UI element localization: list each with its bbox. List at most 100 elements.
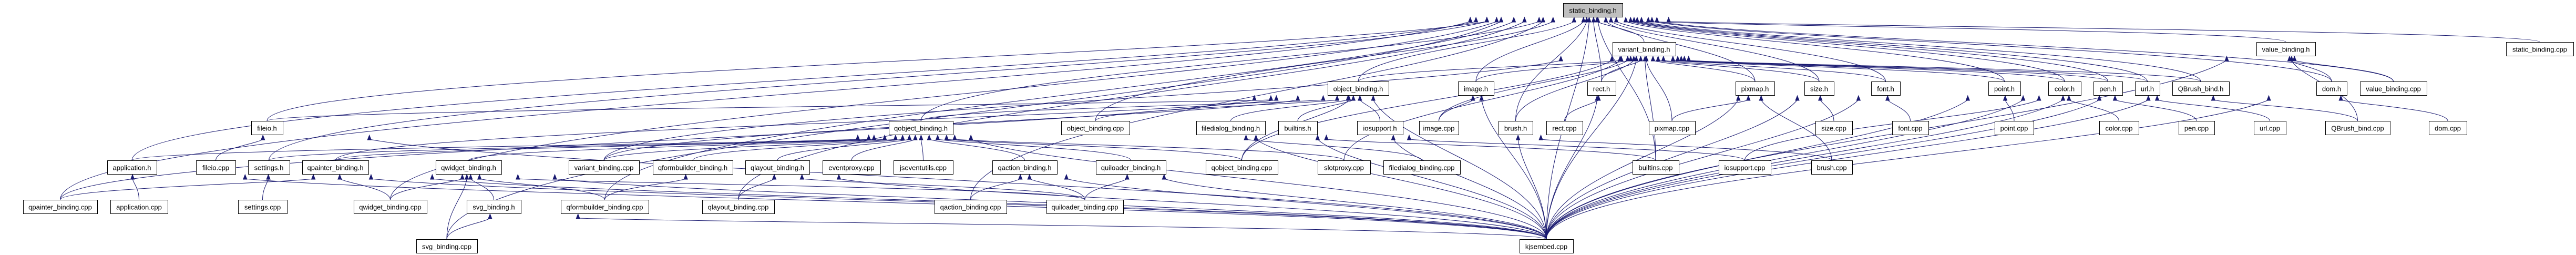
- node-qbrush-bind-cpp[interactable]: QBrush_bind.cpp: [2325, 121, 2390, 135]
- node-box: [354, 200, 427, 214]
- node-pixmap-cpp[interactable]: pixmap.cpp: [1649, 121, 1696, 135]
- node-label: size.cpp: [1821, 125, 1846, 132]
- node-iosupport-cpp[interactable]: iosupport.cpp: [1719, 160, 1771, 175]
- node-qbrush-bind-h[interactable]: QBrush_bind.h: [2172, 81, 2230, 96]
- node-label: font.cpp: [1898, 125, 1922, 132]
- node-image-cpp[interactable]: image.cpp: [1419, 121, 1459, 135]
- node-pen-h[interactable]: pen.h: [2093, 81, 2123, 96]
- node-font-cpp[interactable]: font.cpp: [1892, 121, 1929, 135]
- node-qwidget-binding-cpp[interactable]: qwidget_binding.cpp: [354, 200, 427, 214]
- node-filedialog-binding-h[interactable]: filedialog_binding.h: [1196, 121, 1266, 135]
- node-fileio-cpp[interactable]: fileio.cpp: [196, 160, 236, 175]
- node-object-binding-cpp[interactable]: object_binding.cpp: [1061, 121, 1130, 135]
- node-url-h[interactable]: url.h: [2135, 81, 2160, 96]
- arrowhead-icon: [2266, 95, 2271, 101]
- node-qpainter-binding-cpp[interactable]: qpainter_binding.cpp: [23, 200, 98, 214]
- arrowhead-icon: [1666, 16, 1671, 23]
- node-svg-binding-h[interactable]: svg_binding.h: [467, 200, 521, 214]
- node-pen-cpp[interactable]: pen.cpp: [2179, 121, 2215, 135]
- node-application-cpp[interactable]: application.cpp: [110, 200, 168, 214]
- node-variant-binding-h[interactable]: variant_binding.h: [1613, 42, 1676, 56]
- node-pixmap-h[interactable]: pixmap.h: [1736, 81, 1775, 96]
- node-qobject-binding-cpp[interactable]: qobject_binding.cpp: [1206, 160, 1278, 175]
- node-label: builtins.cpp: [1638, 164, 1672, 172]
- node-box: [2429, 121, 2467, 135]
- node-color-h[interactable]: color.h: [2048, 81, 2081, 96]
- arrowhead-icon: [1682, 55, 1687, 62]
- node-slotproxy-cpp[interactable]: slotproxy.cpp: [1318, 160, 1371, 175]
- node-eventproxy-cpp[interactable]: eventproxy.cpp: [823, 160, 881, 175]
- node-filedialog-binding-cpp[interactable]: filedialog_binding.cpp: [1383, 160, 1461, 175]
- node-static-binding-cpp[interactable]: static_binding.cpp: [2506, 42, 2574, 56]
- node-box: [1096, 160, 1166, 175]
- node-brush-cpp[interactable]: brush.cpp: [1811, 160, 1853, 175]
- node-qaction-binding-h[interactable]: qaction_binding.h: [992, 160, 1058, 175]
- node-label: color.h: [2055, 85, 2075, 93]
- node-rect-h[interactable]: rect.h: [1587, 81, 1616, 96]
- node-url-cpp[interactable]: url.cpp: [2254, 121, 2286, 135]
- node-iosupport-h[interactable]: iosupport.h: [1357, 121, 1403, 135]
- node-label: font.h: [1877, 85, 1894, 93]
- node-value-binding-cpp[interactable]: value_binding.cpp: [2360, 81, 2427, 96]
- node-application-h[interactable]: application.h: [107, 160, 157, 175]
- node-qlayout-binding-h[interactable]: qlayout_binding.h: [745, 160, 810, 175]
- node-rect-cpp[interactable]: rect.cpp: [1546, 121, 1583, 135]
- arrowhead-icon: [772, 174, 777, 180]
- arrowhead-icon: [430, 174, 435, 180]
- node-settings-h[interactable]: settings.h: [248, 160, 290, 175]
- edge-kjsembed-cpp-to-filedialog-binding-h: [1256, 139, 1547, 240]
- edge-brush-h-to-variant-binding-h: [1515, 60, 1634, 121]
- node-box: [561, 200, 649, 214]
- arrowhead-icon: [1391, 134, 1396, 140]
- arrowhead-icon: [1522, 16, 1527, 23]
- node-qpainter-binding-h[interactable]: qpainter_binding.h: [302, 160, 369, 175]
- arrowhead-icon: [1371, 95, 1376, 101]
- node-box: [1613, 42, 1676, 56]
- node-color-cpp[interactable]: color.cpp: [2099, 121, 2139, 135]
- node-dom-cpp[interactable]: dom.cpp: [2429, 121, 2467, 135]
- node-quiloader-binding-h[interactable]: quiloader_binding.h: [1096, 160, 1166, 175]
- node-fileio-h[interactable]: fileio.h: [251, 121, 283, 135]
- node-brush-h[interactable]: brush.h: [1499, 121, 1533, 135]
- node-qobject-binding-h[interactable]: qobject_binding.h: [889, 121, 953, 135]
- node-dom-h[interactable]: dom.h: [2316, 81, 2347, 96]
- node-label: fileio.h: [257, 125, 277, 132]
- edge-object-binding-cpp-to-object-binding-h: [1095, 99, 1338, 121]
- node-value-binding-h[interactable]: value_binding.h: [2256, 42, 2316, 56]
- node-qformbuilder-binding-h[interactable]: qformbuilder_binding.h: [653, 160, 733, 175]
- edge-qformbuilder-binding-cpp-to-static-binding-h: [604, 21, 1514, 200]
- node-point-cpp[interactable]: point.cpp: [1995, 121, 2034, 135]
- node-svg-binding-cpp[interactable]: svg_binding.cpp: [416, 239, 478, 253]
- arrowhead-icon: [1628, 16, 1633, 23]
- node-label: qpainter_binding.cpp: [28, 203, 92, 211]
- node-qaction-binding-cpp[interactable]: qaction_binding.cpp: [935, 200, 1007, 214]
- node-static-binding-h[interactable]: static_binding.h: [1563, 3, 1623, 17]
- edge-quiloader-binding-cpp-to-quiloader-binding-h: [1084, 178, 1127, 200]
- edge-kjsembed-cpp-to-svg-binding-h: [578, 218, 1547, 240]
- node-qwidget-binding-h[interactable]: qwidget_binding.h: [436, 160, 502, 175]
- node-builtins-h[interactable]: builtins.h: [1278, 121, 1318, 135]
- node-box: [1458, 81, 1494, 96]
- node-builtins-cpp[interactable]: builtins.cpp: [1633, 160, 1679, 175]
- node-point-h[interactable]: point.h: [1988, 81, 2021, 96]
- node-kjsembed-cpp[interactable]: kjsembed.cpp: [1520, 239, 1574, 253]
- node-variant-binding-cpp[interactable]: variant_binding.cpp: [569, 160, 640, 175]
- node-size-cpp[interactable]: size.cpp: [1815, 121, 1853, 135]
- node-settings-cpp[interactable]: settings.cpp: [238, 200, 288, 214]
- node-qformbuilder-binding-cpp[interactable]: qformbuilder_binding.cpp: [561, 200, 649, 214]
- node-size-h[interactable]: size.h: [1804, 81, 1834, 96]
- edge-image-h-to-static-binding-h: [1475, 21, 1584, 82]
- node-box: [1061, 121, 1130, 135]
- node-qlayout-binding-cpp[interactable]: qlayout_binding.cpp: [702, 200, 775, 214]
- node-object-binding-h[interactable]: object_binding.h: [1328, 81, 1389, 96]
- node-label: qaction_binding.cpp: [940, 203, 1001, 211]
- node-quiloader-binding-cpp[interactable]: quiloader_binding.cpp: [1046, 200, 1124, 214]
- node-image-h[interactable]: image.h: [1458, 81, 1494, 96]
- node-box: [823, 160, 881, 175]
- arrowhead-icon: [2292, 55, 2297, 62]
- node-label: qobject_binding.cpp: [1212, 164, 1272, 172]
- node-label: filedialog_binding.h: [1202, 125, 1260, 132]
- edge-rect-h-to-static-binding-h: [1593, 21, 1602, 82]
- node-jseventutils-cpp[interactable]: jseventutils.cpp: [894, 160, 953, 175]
- node-font-h[interactable]: font.h: [1871, 81, 1901, 96]
